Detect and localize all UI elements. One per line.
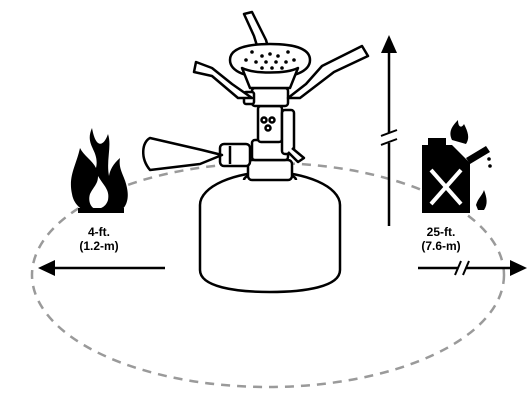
fuel-distance-ft: 25-ft.: [427, 225, 456, 239]
vertical-arrow: [380, 35, 398, 226]
burner-holes: [244, 50, 296, 70]
left-arrow: [38, 260, 165, 276]
stove-icon: [142, 10, 370, 294]
clearance-circle: [30, 161, 506, 389]
igniter: [280, 108, 296, 156]
valve-wire-handle: [142, 136, 224, 172]
flame-icon: [70, 128, 128, 213]
pot-support-left: [192, 60, 254, 100]
gas-canister: [198, 170, 342, 294]
valve-control: [218, 142, 252, 168]
right-arrow: [418, 260, 527, 276]
fire-distance-m: (1.2-m): [79, 239, 118, 253]
fire-distance-ft: 4-ft.: [88, 225, 110, 239]
fuel-distance-m: (7.6-m): [421, 239, 460, 253]
fuel-can-icon: [422, 120, 492, 213]
pot-support-right: [286, 44, 370, 100]
